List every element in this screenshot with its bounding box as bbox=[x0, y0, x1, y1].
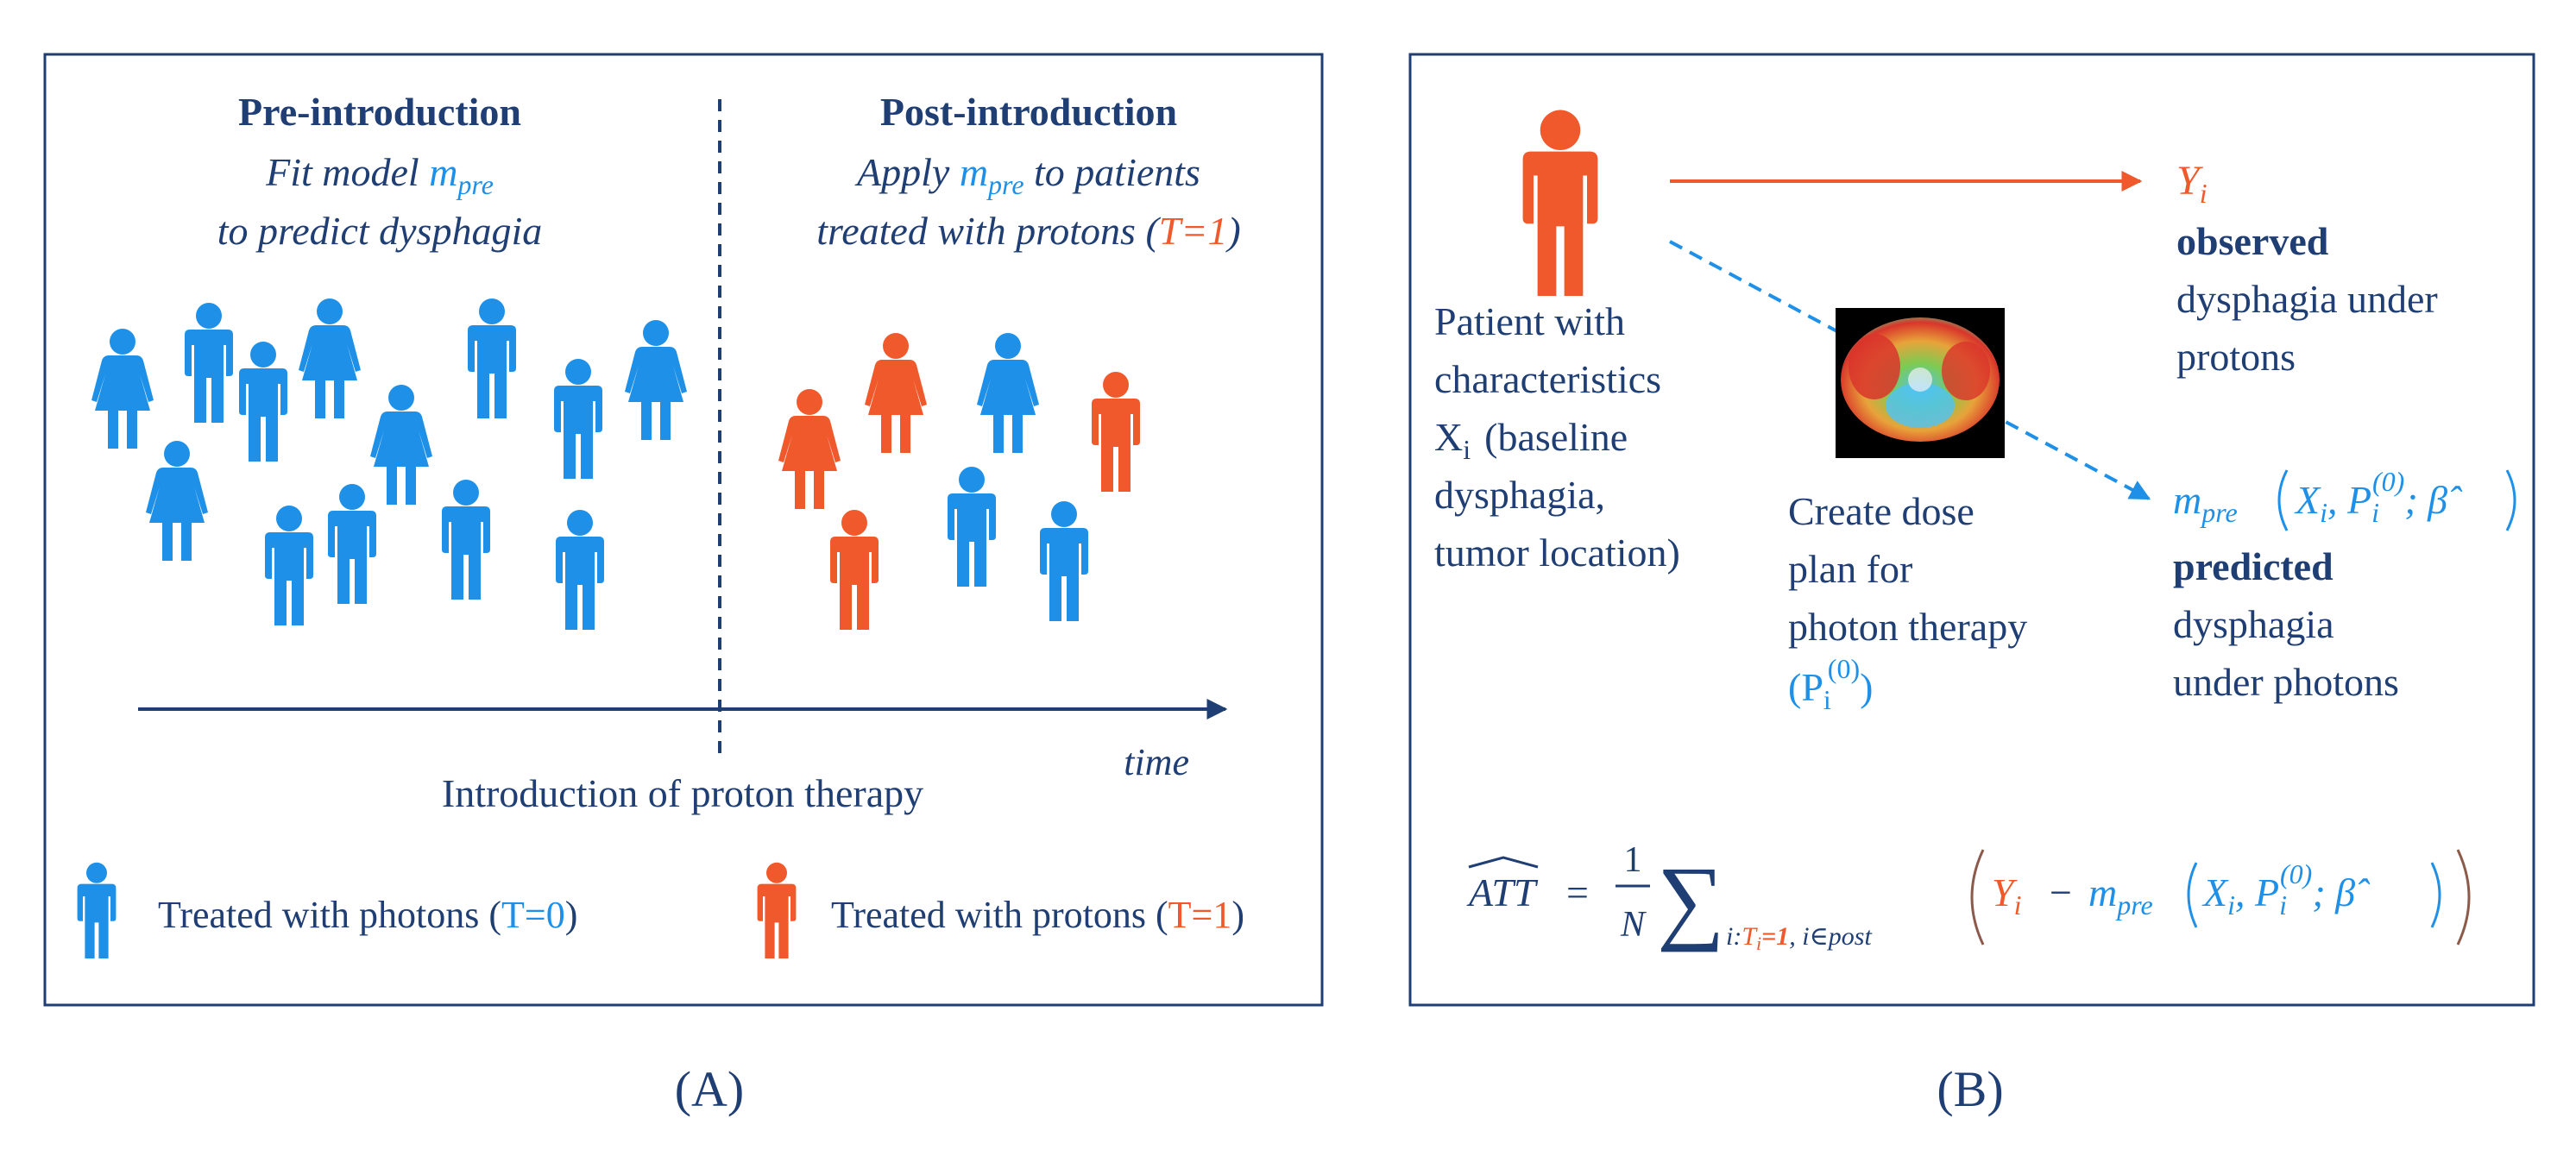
photon-patient-icon bbox=[91, 329, 154, 449]
svg-text:i:Ti=1, i∈post: i:Ti=1, i∈post bbox=[1726, 922, 1872, 954]
pre-introduction-patients bbox=[91, 298, 687, 630]
photon-legend-label: Treated with photons (T=0) bbox=[158, 894, 577, 936]
svg-text:mpre: mpre bbox=[2088, 870, 2153, 920]
post-introduction-title: Post-introduction bbox=[880, 90, 1177, 134]
att-formula: ATT = 1 N ∑ i:Ti=1, i∈post Yi − mpre Xi,… bbox=[1466, 840, 2471, 954]
panel-b-caption: (B) bbox=[1937, 1061, 2003, 1117]
photon-patient-icon bbox=[625, 320, 687, 440]
photon-patient-icon bbox=[977, 333, 1039, 453]
dose-plan-image bbox=[1836, 308, 2005, 458]
post-introduction-patients bbox=[778, 333, 1140, 630]
photon-patient-icon bbox=[146, 441, 208, 561]
pre-introduction-title: Pre-introduction bbox=[238, 90, 521, 134]
axis-caption: Introduction of proton therapy bbox=[442, 771, 923, 815]
photon-patient-icon bbox=[948, 467, 996, 587]
panel-a-frame bbox=[43, 53, 1324, 1007]
svg-text:∑: ∑ bbox=[1657, 847, 1724, 952]
photon-patient-icon bbox=[468, 298, 516, 418]
photon-patient-icon bbox=[239, 342, 287, 462]
pre-introduction-line2: to predict dysphagia bbox=[217, 209, 542, 253]
svg-text:N: N bbox=[1620, 905, 1647, 945]
patient-description: Patient with characteristics Xi(baseline… bbox=[1434, 299, 1680, 575]
proton-legend-label: Treated with protons (T=1) bbox=[831, 894, 1244, 936]
pre-introduction-line1: Fit model mpre bbox=[265, 150, 494, 200]
svg-text:=: = bbox=[1566, 870, 1589, 914]
panel-b-frame bbox=[1408, 53, 2535, 1007]
photon-patient-icon bbox=[299, 298, 361, 418]
observed-outcome-symbol: Yi bbox=[2176, 158, 2208, 209]
proton-patient-icon bbox=[1092, 372, 1140, 492]
proton-patient-icon bbox=[830, 510, 879, 630]
proton-patient-icon bbox=[778, 389, 841, 509]
photon-patient-icon bbox=[556, 510, 604, 630]
svg-text:Xi, Pi(0); β̂: Xi, Pi(0); β̂ bbox=[2201, 858, 2371, 920]
photon-patient-icon bbox=[554, 359, 602, 479]
photon-patient-icon bbox=[185, 303, 233, 423]
dose-plan-symbol: (Pi(0)) bbox=[1788, 653, 1873, 715]
photon-patient-icon bbox=[328, 484, 376, 604]
predicted-outcome-formula: mpre Xi, Pi(0); β̂ bbox=[2173, 466, 2516, 531]
photon-legend-icon bbox=[77, 862, 117, 958]
svg-text:Xi, Pi(0); β̂: Xi, Pi(0); β̂ bbox=[2294, 466, 2463, 528]
photon-patient-icon bbox=[370, 385, 432, 505]
proton-legend-icon bbox=[757, 862, 797, 958]
predicted-description: dysphagia under photons bbox=[2173, 602, 2399, 704]
svg-text:ATT: ATT bbox=[1466, 870, 1539, 914]
svg-text:−: − bbox=[2050, 870, 2072, 914]
svg-text:mpre: mpre bbox=[2173, 478, 2238, 528]
photon-patient-icon bbox=[265, 506, 313, 625]
observed-description: dysphagia under protons bbox=[2176, 277, 2447, 379]
photon-patient-icon bbox=[442, 480, 490, 600]
photon-patient-icon bbox=[1040, 501, 1088, 621]
observed-label: observed bbox=[2176, 219, 2329, 263]
time-axis-label: time bbox=[1124, 741, 1189, 783]
predicted-label: predicted bbox=[2173, 544, 2334, 588]
patient-icon bbox=[1522, 110, 1598, 296]
post-introduction-line1: Apply mpre to patients bbox=[854, 150, 1200, 200]
svg-text:Yi: Yi bbox=[1992, 870, 2021, 920]
panel-a-caption: (A) bbox=[675, 1061, 745, 1117]
proton-patient-icon bbox=[865, 333, 927, 453]
dose-plan-description: Create dose plan for photon therapy bbox=[1788, 489, 2027, 649]
svg-text:1: 1 bbox=[1624, 840, 1642, 880]
post-introduction-line2: treated with protons (T=1) bbox=[816, 209, 1240, 253]
